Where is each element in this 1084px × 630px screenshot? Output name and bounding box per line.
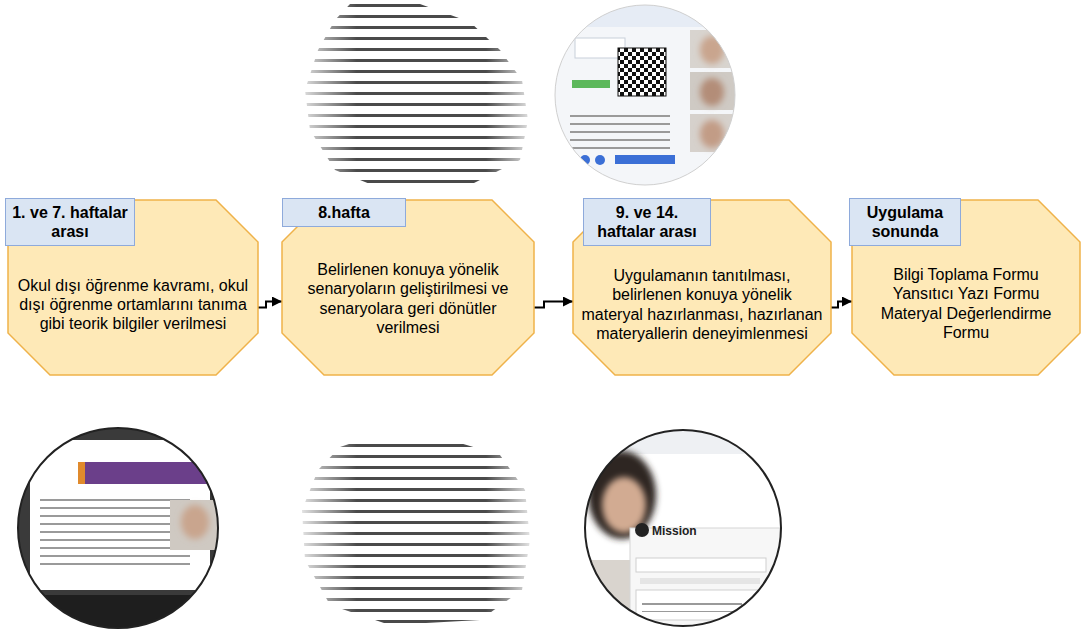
phase-text-block: Uygulamanın tanıtılması, belirlenen konu…	[581, 266, 823, 343]
screenshot-circle	[615, 155, 675, 164]
phase-text: Yansıtıcı Yazı Formu	[860, 284, 1072, 303]
phase-heading: 1. ve 7. haftalar arası	[5, 198, 135, 246]
screenshot-circle	[700, 78, 724, 106]
phase-text-block: Belirlenen konuya yönelik senaryoların g…	[290, 260, 526, 337]
screenshot-circle	[585, 430, 781, 626]
screenshot-circle	[595, 155, 605, 165]
phase-text: Bilgi Toplama Formu	[860, 265, 1072, 284]
screenshot-circle	[555, 5, 735, 185]
screenshot-circle	[618, 48, 666, 96]
flow-arrow	[258, 302, 282, 308]
screenshot-circle	[570, 110, 670, 150]
screenshot-circle	[630, 528, 780, 626]
screenshot-circle	[40, 495, 190, 565]
screenshot-circle	[170, 500, 218, 550]
screenshot-circle	[85, 462, 210, 484]
screenshot-text: Mission	[652, 524, 697, 538]
phase-octagon: 1. ve 7. haftalar arasıOkul dışı öğrenme…	[8, 200, 258, 375]
phase-octagon: 8.haftaBelirlenen konuya yönelik senaryo…	[282, 200, 534, 375]
screenshot-circle	[642, 598, 742, 612]
phase-octagon: 9. ve 14. haftalar arasıUygulamanın tanı…	[573, 200, 831, 375]
screenshot-circle	[585, 430, 781, 454]
screenshot-circle	[580, 155, 590, 165]
screenshot-circle	[572, 80, 610, 88]
screenshot-circle	[690, 114, 735, 152]
document-excerpt	[298, 0, 533, 192]
phase-body: Bilgi Toplama FormuYansıtıcı Yazı FormuM…	[860, 260, 1072, 347]
phase-text: Uygulamanın tanıtılması, belirlenen konu…	[581, 266, 823, 343]
phase-body: Belirlenen konuya yönelik senaryoların g…	[290, 250, 526, 347]
phase-heading: 8.hafta	[282, 198, 406, 227]
document-excerpt	[298, 432, 533, 630]
document-excerpt	[298, 0, 533, 192]
screenshot-circle	[555, 5, 735, 185]
screenshot-circle	[635, 523, 649, 537]
phase-heading: 9. ve 14. haftalar arası	[583, 198, 711, 246]
flow-arrow	[534, 302, 573, 308]
phase-text: Okul dışı öğrenme kavramı, okul dışı öğr…	[16, 276, 250, 334]
screenshot-circle	[640, 578, 760, 584]
screenshot-circle	[181, 505, 209, 539]
screenshot-circle	[30, 440, 210, 590]
screenshot-outline	[555, 5, 735, 185]
phase-heading: Uygulama sonunda	[849, 198, 961, 246]
screenshot-circle	[18, 428, 218, 630]
screenshot-circle	[700, 36, 724, 64]
screenshot-circle	[690, 72, 735, 110]
screenshot-circle	[555, 5, 735, 27]
screenshot-circle	[588, 451, 656, 539]
screenshot-outline	[585, 430, 781, 626]
phase-text-block: Okul dışı öğrenme kavramı, okul dışı öğr…	[16, 276, 250, 334]
screenshot-circle	[585, 430, 781, 626]
screenshot-outline	[18, 428, 218, 628]
flow-arrow	[831, 302, 852, 308]
phase-text: Belirlenen konuya yönelik senaryoların g…	[290, 260, 526, 337]
screenshot-circle	[636, 558, 766, 572]
phase-text-block: Bilgi Toplama FormuYansıtıcı Yazı FormuM…	[860, 265, 1072, 342]
screenshot-circle	[78, 462, 85, 484]
phase-body: Uygulamanın tanıtılması, belirlenen konu…	[581, 262, 823, 347]
phase-text: Materyal Değerlendirme Formu	[860, 304, 1072, 342]
phase-body: Okul dışı öğrenme kavramı, okul dışı öğr…	[16, 262, 250, 347]
document-excerpt	[298, 432, 533, 630]
phase-octagon: Uygulama sonundaBilgi Toplama FormuYansı…	[852, 200, 1080, 375]
